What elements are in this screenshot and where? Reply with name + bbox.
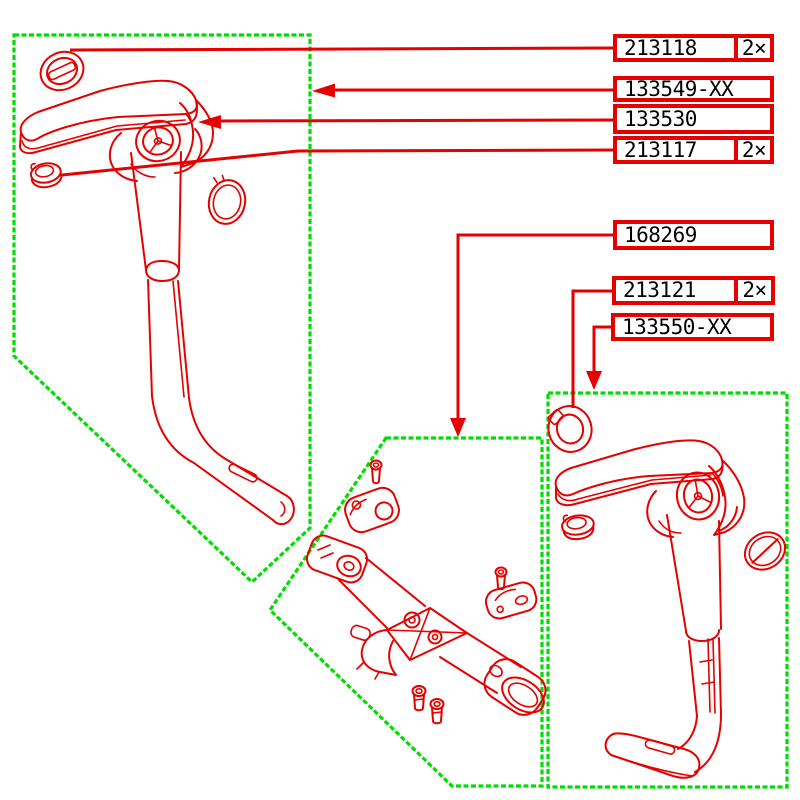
armrest-post [130,151,190,399]
right-armrest-region-outline [546,391,789,789]
leader-lines [61,46,614,437]
screw [429,698,445,725]
arrowhead-133550 [586,371,602,390]
left-armrest-assembly [19,50,295,526]
bracket-region-outline [267,436,544,788]
part-number: 133530 [624,106,697,131]
qty-value: 2× [741,137,767,162]
screw [494,566,508,591]
right-pivot-knob [675,471,721,521]
bracket-cap-plate-2 [484,581,538,620]
left-armrest-region-outline [12,33,312,585]
right-slotted-disc [743,531,787,571]
armrest-foot [151,395,295,526]
part-number: 133549-XX [624,76,734,101]
part-number: 168269 [624,222,697,247]
bracket-cap-plate [344,486,400,534]
armrest-pad [19,79,198,155]
leader-133550 [592,325,611,371]
part-qty-213118: 2× [734,34,774,62]
mounting-bracket-assembly [305,459,547,725]
part-qty-213117: 2× [734,136,774,164]
leader-168269 [456,233,613,418]
part-label-133530[interactable]: 133530 [613,104,774,134]
screw [411,685,427,712]
clamp-ring [547,405,593,453]
right-retainer-clip [560,514,595,541]
oval-ring [207,174,247,225]
part-number: 213118 [624,35,697,60]
arrowhead-133549 [312,83,335,98]
qty-value: 2× [741,35,767,60]
part-label-168269[interactable]: 168269 [613,220,774,250]
leader-133530 [219,118,614,123]
right-armrest-elbow [708,459,746,536]
part-number: 213121 [623,278,696,302]
part-label-213118[interactable]: 213118 [613,34,738,62]
part-number: 213117 [624,137,697,162]
part-label-213121[interactable]: 213121 [612,276,738,305]
leader-213118 [69,46,614,52]
arrowhead-133530 [198,115,221,129]
part-qty-213121: 2× [734,276,775,305]
arrowhead-168269 [450,418,466,437]
bracket-beam [305,534,547,716]
part-label-213117[interactable]: 213117 [613,136,738,164]
part-number: 133550-XX [622,314,732,339]
right-armrest-assembly [547,405,787,779]
qty-value: 2× [742,278,767,302]
right-armrest-post [666,514,722,717]
pivot-knob [135,119,181,163]
retainer-clip [29,162,63,189]
right-armrest-foot [604,713,722,779]
part-label-133549[interactable]: 133549-XX [613,76,774,102]
part-label-133550[interactable]: 133550-XX [611,313,774,341]
leader-213121 [571,289,612,408]
slotted-disc-cap [39,50,85,92]
screw [369,459,383,485]
leader-213117 [61,148,614,177]
